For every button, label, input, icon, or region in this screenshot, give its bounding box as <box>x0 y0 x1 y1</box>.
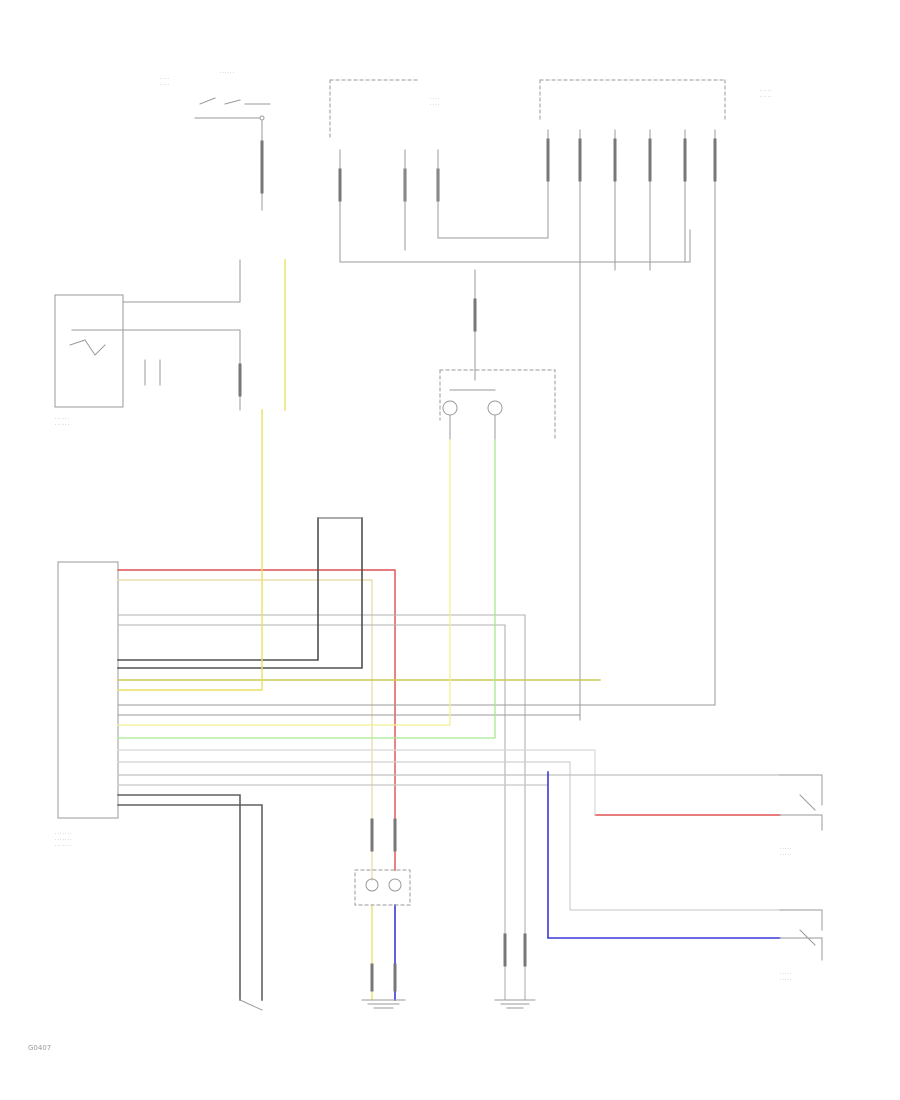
ground-symbols <box>239 999 536 1011</box>
figure-code: G0407 <box>28 1044 51 1052</box>
ignition-switch: · · · · · · · · · · · · · · <box>160 70 271 211</box>
lamp-assembly <box>354 869 411 906</box>
wire-harness <box>117 259 781 1001</box>
right-switches: · · · · · · · · · · · · · · · · · · · · <box>779 774 823 982</box>
svg-text:· · · · ·: · · · · · <box>760 94 771 99</box>
svg-text:· · · · · ·: · · · · · · <box>220 70 234 75</box>
svg-text:· · · · ·: · · · · · <box>780 971 791 976</box>
svg-text:· · · ·: · · · · <box>160 82 169 87</box>
svg-text:· · · ·: · · · · <box>430 102 439 107</box>
svg-text:· · · · ·: · · · · · <box>780 852 791 857</box>
svg-text:· · · · · · ·: · · · · · · · <box>55 837 72 842</box>
svg-text:· · · ·: · · · · <box>430 96 439 101</box>
connector-block-top-right: · · · · · · · · · · <box>539 79 771 721</box>
svg-text:· · · · · · ·: · · · · · · · <box>55 843 72 848</box>
center-module <box>439 269 556 441</box>
control-unit-box: · · · · · · · · · · · · · · · · · · · · … <box>55 561 119 848</box>
relay-box-top: · · · · · · · · <box>329 79 691 263</box>
svg-text:· · · · · ·: · · · · · · <box>55 422 69 427</box>
svg-text:· · · · · · ·: · · · · · · · <box>55 831 72 836</box>
left-switch-module: · · · · · · · · · · · · <box>54 259 242 427</box>
svg-text:· · · · ·: · · · · · <box>780 977 791 982</box>
svg-text:· · · ·: · · · · <box>160 76 169 81</box>
svg-text:· · · · ·: · · · · · <box>780 846 791 851</box>
svg-text:· · · · ·: · · · · · <box>760 88 771 93</box>
svg-text:· · · · · ·: · · · · · · <box>55 416 69 421</box>
